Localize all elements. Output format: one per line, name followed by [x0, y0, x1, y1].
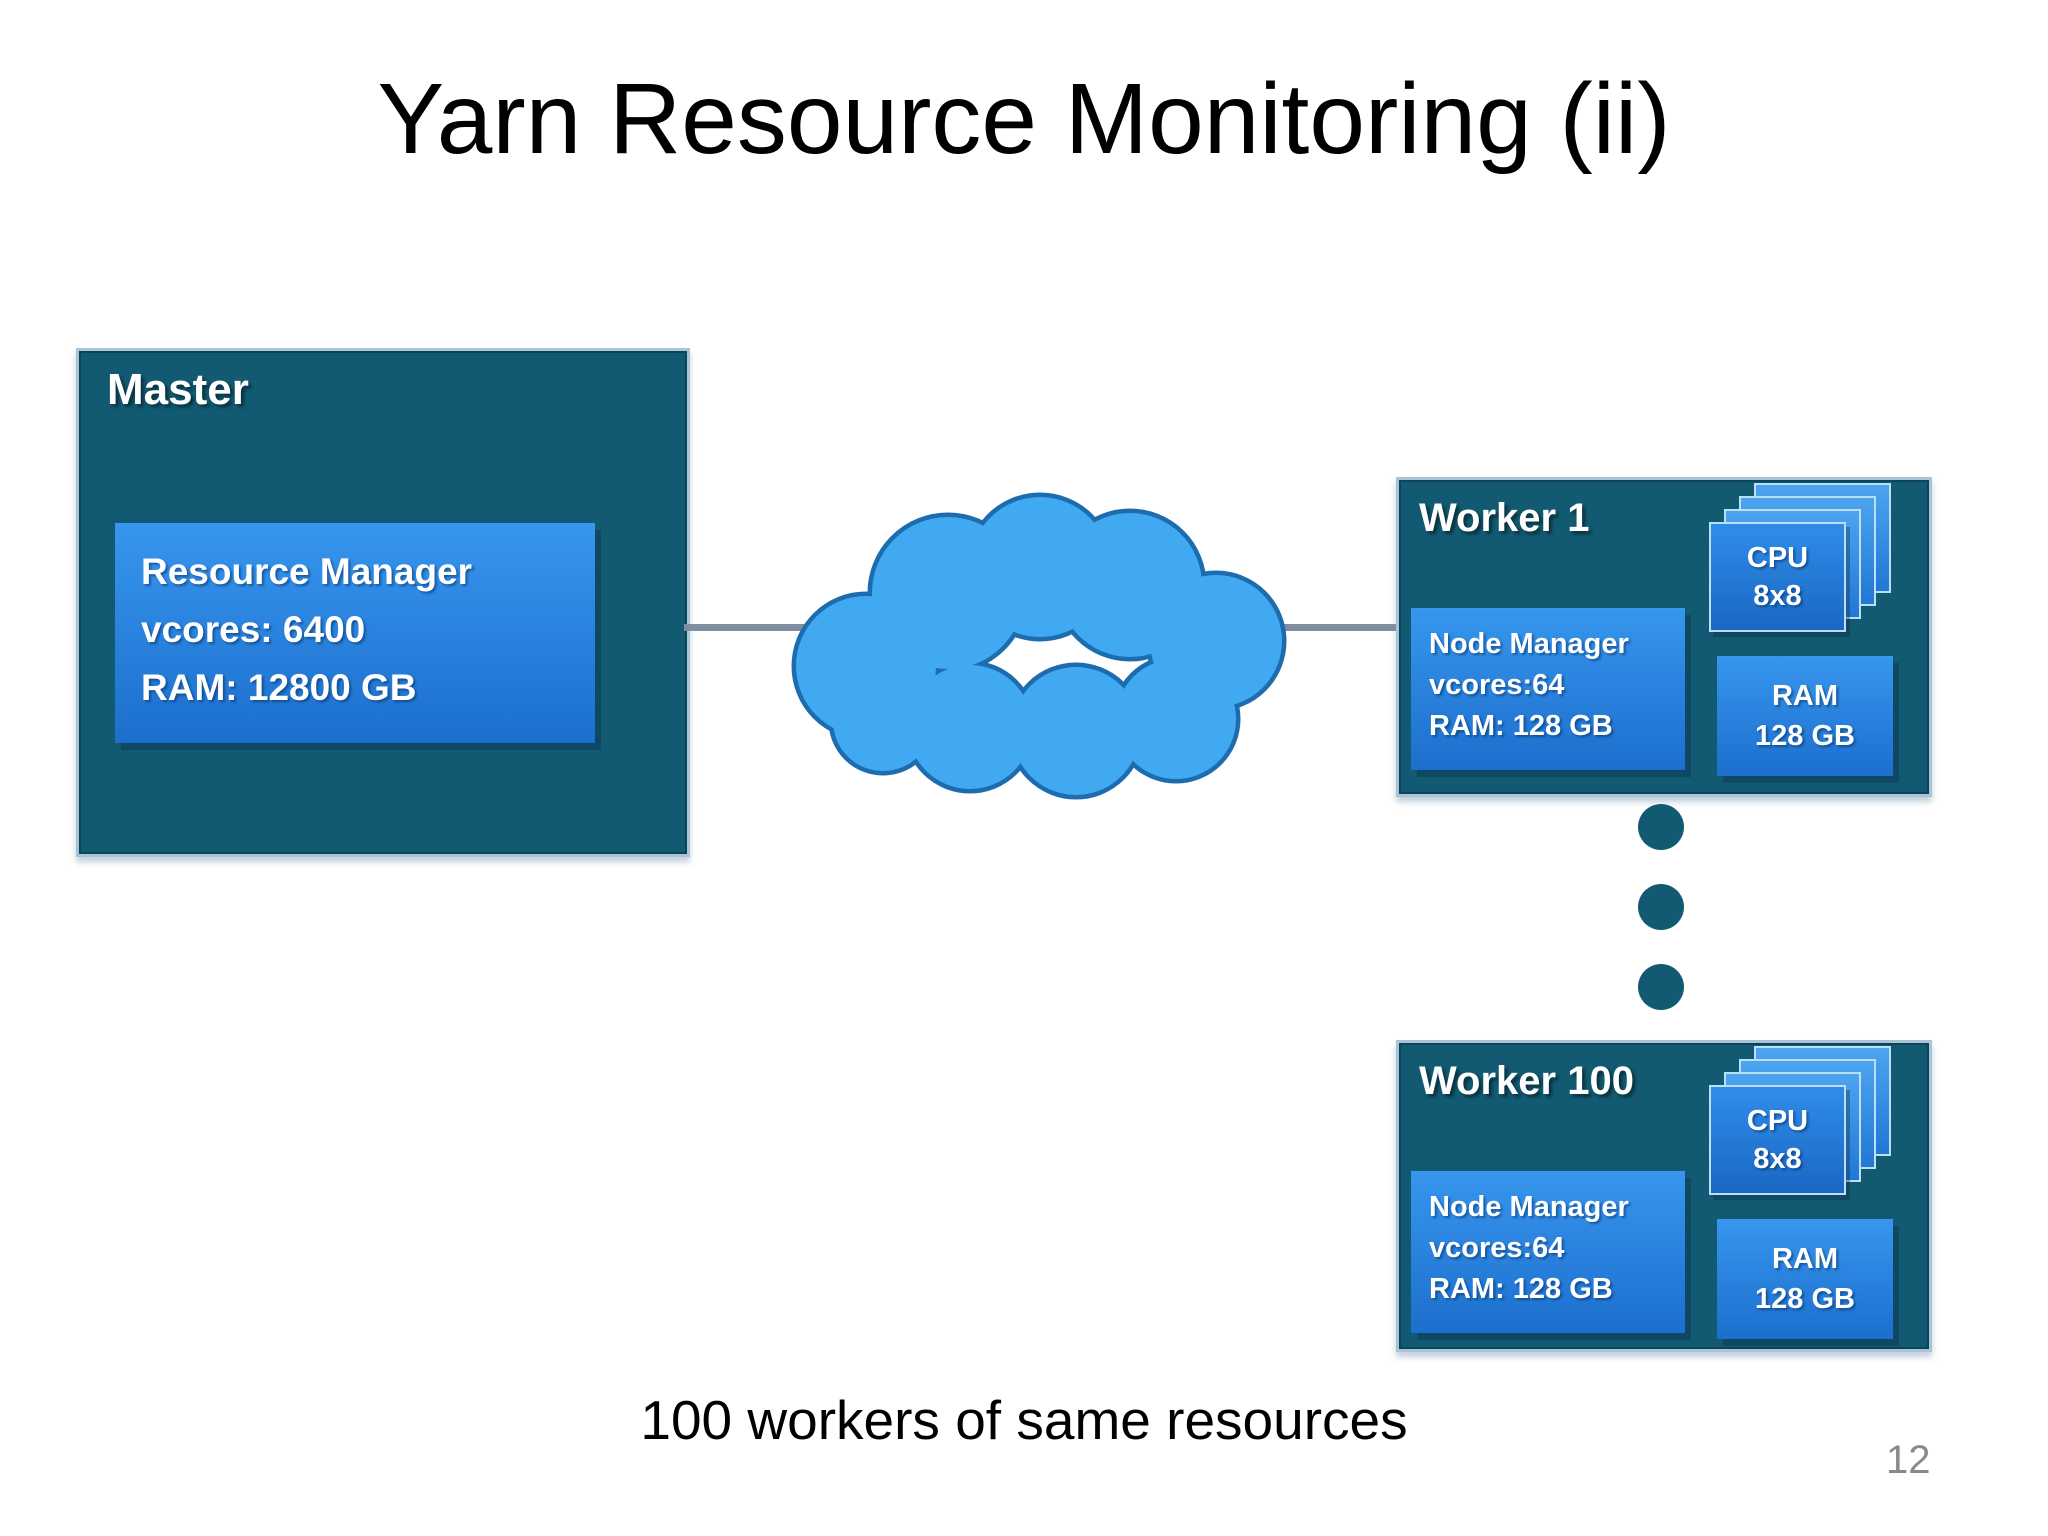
slide-title: Yarn Resource Monitoring (ii) [377, 63, 1671, 175]
resource-manager-title: Resource Manager [141, 551, 473, 592]
master-label: Master [107, 365, 249, 414]
node-manager-title: Node Manager [1429, 628, 1629, 660]
dot [1638, 884, 1684, 930]
ram-value: 128 GB [1755, 1283, 1855, 1315]
resource-manager-box: Resource Manager vcores: 6400 RAM: 12800… [115, 523, 595, 743]
cpu-box: CPU 8x8 [1709, 522, 1846, 632]
node-manager-box: Node Manager vcores:64 RAM: 128 GB [1411, 608, 1685, 770]
node-manager-title: Node Manager [1429, 1191, 1629, 1223]
worker-1-box: Worker 1 CPU 8x8 Node Manager vcores:64 … [1396, 477, 1932, 797]
ram-value: 128 GB [1755, 720, 1855, 752]
ram-title: RAM [1771, 680, 1839, 712]
resource-manager-ram: RAM: 12800 GB [141, 667, 417, 708]
network-cloud-icon [791, 492, 1287, 800]
cpu-value: 8x8 [1753, 1143, 1802, 1175]
master-box: Master Resource Manager vcores: 6400 RAM… [76, 348, 690, 857]
ram-title: RAM [1771, 1243, 1839, 1275]
cpu-stack: CPU 8x8 [1709, 482, 1899, 634]
cpu-title: CPU [1746, 1105, 1809, 1137]
node-manager-vcores: vcores:64 [1429, 1232, 1565, 1264]
cpu-value: 8x8 [1753, 580, 1802, 612]
node-manager-ram: RAM: 128 GB [1429, 1273, 1613, 1305]
node-manager-ram: RAM: 128 GB [1429, 710, 1613, 742]
page-number: 12 [1886, 1438, 1931, 1482]
resource-manager-vcores: vcores: 6400 [141, 609, 366, 650]
cpu-box: CPU 8x8 [1709, 1085, 1846, 1195]
dot [1638, 804, 1684, 850]
node-manager-vcores: vcores:64 [1429, 669, 1565, 701]
slide-caption: 100 workers of same resources [640, 1389, 1408, 1451]
ram-box: RAM 128 GB [1717, 656, 1893, 776]
ram-box: RAM 128 GB [1717, 1219, 1893, 1339]
dot [1638, 964, 1684, 1010]
node-manager-box: Node Manager vcores:64 RAM: 128 GB [1411, 1171, 1685, 1333]
worker-100-box: Worker 100 CPU 8x8 Node Manager vcores:6… [1396, 1040, 1932, 1352]
cpu-title: CPU [1746, 542, 1809, 574]
cpu-stack: CPU 8x8 [1709, 1045, 1899, 1197]
worker-100-label: Worker 100 [1419, 1059, 1634, 1103]
worker-1-label: Worker 1 [1419, 496, 1590, 540]
